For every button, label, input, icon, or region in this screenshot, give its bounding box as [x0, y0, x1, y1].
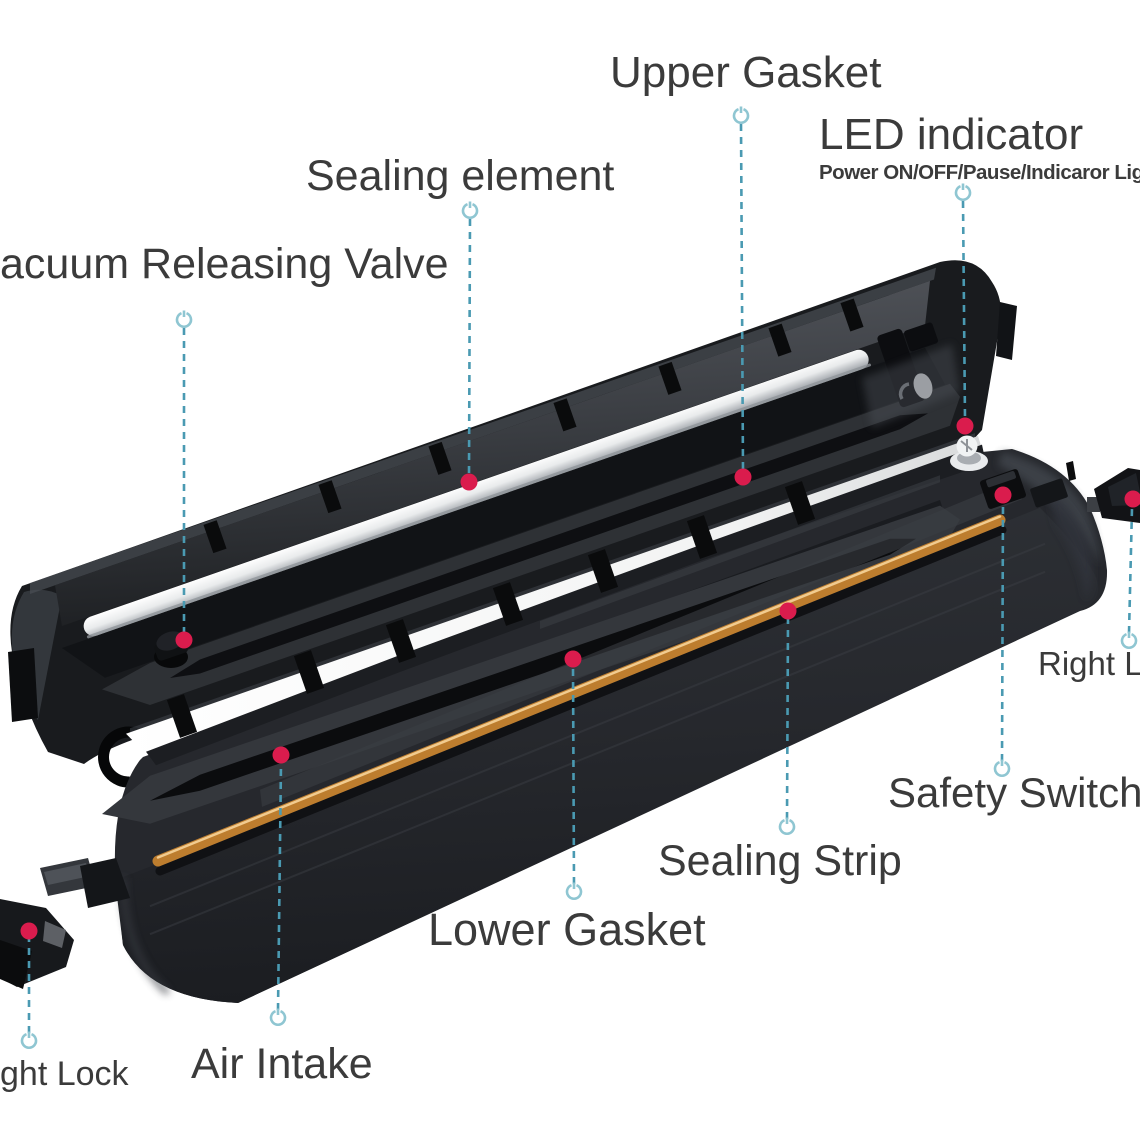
- svg-text:Air Intake: Air Intake: [191, 1040, 373, 1088]
- svg-text:Power ON/OFF/Pause/Indicaror L: Power ON/OFF/Pause/Indicaror Light: [819, 161, 1140, 184]
- svg-text:Sealing element: Sealing element: [306, 152, 614, 200]
- svg-text:ght Lock: ght Lock: [0, 1055, 130, 1093]
- svg-text:LED indicator: LED indicator: [819, 110, 1083, 159]
- svg-text:Sealing Strip: Sealing Strip: [658, 837, 902, 885]
- svg-text:Right Lock: Right Lock: [1038, 645, 1140, 682]
- svg-text:acuum Releasing Valve: acuum Releasing Valve: [0, 240, 449, 288]
- svg-text:Safety Switch: Safety Switch: [888, 769, 1140, 816]
- svg-text:Upper Gasket: Upper Gasket: [610, 48, 881, 97]
- svg-text:Lower Gasket: Lower Gasket: [428, 904, 706, 955]
